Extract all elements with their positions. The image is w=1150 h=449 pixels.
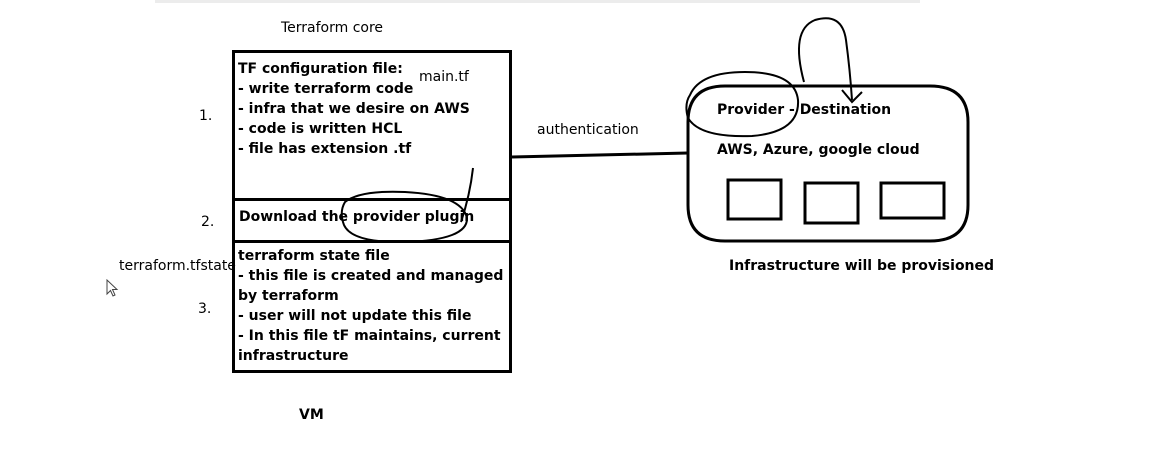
- state-line: by terraform: [238, 288, 339, 304]
- infrastructure-caption: Infrastructure will be provisioned: [729, 258, 995, 274]
- mouse-cursor-icon: [106, 279, 119, 297]
- provider-destination-box: [686, 84, 970, 243]
- resource-box-1: [726, 178, 783, 221]
- provider-circle-annotation: [685, 70, 800, 138]
- provider-destination-title: Provider - Destination: [717, 102, 892, 118]
- resource-box-2: [803, 181, 860, 225]
- config-line: - file has extension .tf: [238, 141, 412, 157]
- plugin-pointer-line: [460, 167, 474, 223]
- config-line: - infra that we desire on AWS: [238, 101, 470, 117]
- config-line: - write terraform code: [238, 81, 414, 97]
- tfstate-label: terraform.tfstate: [119, 258, 236, 274]
- step-number-1: 1.: [199, 108, 213, 124]
- vm-label: VM: [299, 407, 324, 423]
- state-file-section: [232, 240, 512, 373]
- state-line: - In this file tF maintains, current: [238, 328, 501, 344]
- terraform-core-title: Terraform core: [281, 20, 384, 36]
- cloud-providers-text: AWS, Azure, google cloud: [717, 142, 920, 158]
- state-line: - user will not update this file: [238, 308, 472, 324]
- loop-arrow: [798, 17, 853, 101]
- plugin-circle-annotation: [340, 190, 469, 244]
- main-tf-label: main.tf: [419, 69, 469, 85]
- top-edge-strip: [155, 0, 920, 3]
- authentication-connector-line: [511, 151, 689, 159]
- config-line: - code is written HCL: [238, 121, 403, 137]
- config-file-text: TF configuration file: - write terraform…: [238, 59, 470, 159]
- state-line: terraform state file: [238, 248, 390, 264]
- state-line: infrastructure: [238, 348, 349, 364]
- loop-arrowhead: [841, 89, 863, 104]
- state-line: - this file is created and managed: [238, 268, 504, 284]
- step-number-2: 2.: [201, 214, 215, 230]
- state-file-text: terraform state file - this file is crea…: [238, 246, 503, 366]
- provider-plugin-text: Download the provider plugin: [239, 209, 475, 225]
- step-number-3: 3.: [198, 301, 212, 317]
- resource-box-3: [879, 181, 946, 220]
- authentication-label: authentication: [537, 122, 639, 138]
- config-line: TF configuration file:: [238, 61, 403, 77]
